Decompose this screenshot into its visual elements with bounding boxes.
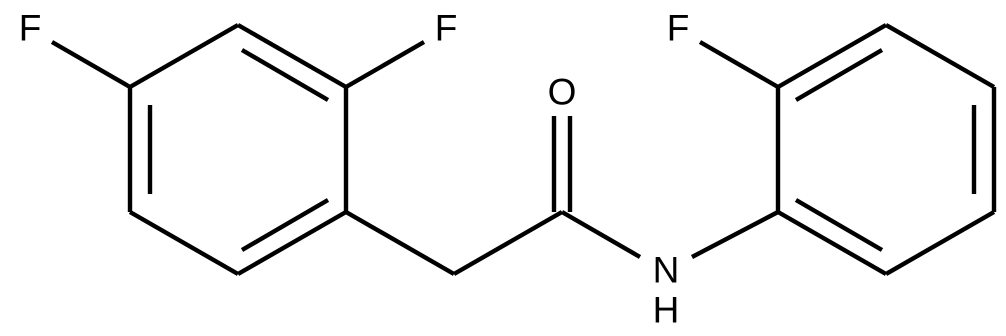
bond-n-ring <box>690 210 780 259</box>
atom-label-oxygen: O <box>548 72 577 113</box>
bond-ring-a-4-inner <box>240 198 330 252</box>
bond-ring-a-2-inner <box>240 48 330 102</box>
difluorophenyl-ring <box>127 23 349 276</box>
bond-ring-a-4 <box>236 210 348 276</box>
bond-ring-b-2-inner <box>794 48 884 102</box>
bond-c4-f <box>50 40 132 89</box>
atom-label-hydrogen: H <box>653 290 680 331</box>
bond-ring-b-3 <box>884 23 996 89</box>
bond-carbonyl-n <box>560 210 642 259</box>
atom-label-f-ortho: F <box>435 8 458 49</box>
bond-c2-f <box>344 40 426 89</box>
bond-ring-ch2 <box>344 210 456 276</box>
bond-ring-b-5 <box>884 210 996 276</box>
bond-ch2-carbonyl <box>452 210 564 276</box>
atom-label-nitrogen: N <box>653 250 680 291</box>
bond-ring-b-6-inner <box>794 198 884 252</box>
atom-label-f-anilide: F <box>667 8 690 49</box>
atom-label-f-para: F <box>19 8 42 49</box>
bond-ring-b-f <box>698 40 780 89</box>
bond-ring-a-2 <box>236 23 348 89</box>
bond-ring-a-5 <box>128 210 240 276</box>
bond-ring-b-2 <box>776 23 888 89</box>
bond-ring-b-6 <box>776 210 888 276</box>
bond-ring-a-1 <box>128 23 240 89</box>
fluorophenyl-ring <box>775 23 997 276</box>
